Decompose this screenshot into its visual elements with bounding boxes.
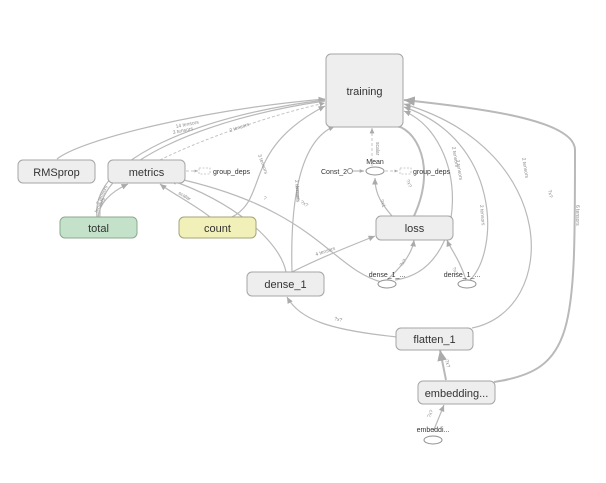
node-training-box[interactable] <box>325 53 404 128</box>
node-group-deps-metrics[interactable]: group_deps <box>198 167 250 176</box>
edge-label-loss-mean: ?x1 <box>378 199 386 209</box>
edge-dense1-training <box>291 125 336 273</box>
mean-ellipse[interactable] <box>365 166 385 176</box>
edge-loss-metrics <box>174 176 386 284</box>
edge-sample-loss <box>446 239 467 281</box>
edge-label-3-tensors: 3 tensors <box>172 126 194 136</box>
node-metrics-label: metrics <box>129 167 165 179</box>
dense-1-target-label: dense_1_... <box>369 272 406 279</box>
edge-label-dense1-training: 2 tensors <box>293 180 301 202</box>
embedding-input-label: embeddi... <box>417 427 450 434</box>
edge-total-training-2 <box>99 100 326 218</box>
edge-sample-training <box>403 106 489 281</box>
dense-1-target-ellipse[interactable] <box>377 279 397 289</box>
edge-embedding-training <box>403 96 577 383</box>
edge-label-target-training: 2 tensors <box>478 205 486 227</box>
edge-label-total-training-2: 2 tensors <box>454 159 464 181</box>
group-deps-mean-label: group_deps <box>413 169 450 176</box>
edge-target-training <box>394 110 453 281</box>
node-flatten-1-box[interactable] <box>395 327 474 351</box>
node-loss-label: loss <box>405 223 425 235</box>
edge-label-flatten-training: ?x? <box>546 189 553 198</box>
node-dense-1-sample[interactable]: dense_1_... <box>444 272 481 289</box>
node-group-deps-mean[interactable]: group_deps <box>399 167 450 176</box>
node-embedding[interactable]: embedding... <box>417 380 496 405</box>
edge-embedding-flatten <box>437 349 447 381</box>
edge-input-embedding <box>432 404 445 433</box>
node-embedding-label: embedding... <box>425 388 489 400</box>
edge-label-input-embedding: ?x? <box>426 409 435 419</box>
edge-loss-mean <box>372 177 393 217</box>
node-total[interactable]: total <box>59 216 138 239</box>
edge-label-loss-training: 2 tensors <box>450 146 460 168</box>
node-count-box[interactable] <box>178 216 257 239</box>
edge-label-2-tensors-dash: 2 tensors <box>229 122 251 134</box>
node-rmsprop-label: RMSprop <box>33 167 79 179</box>
edges <box>56 96 577 433</box>
edge-label-loss-metrics: ?x? <box>299 200 309 209</box>
node-loss[interactable]: loss <box>375 215 454 241</box>
const-2-circle[interactable] <box>347 168 353 174</box>
edge-total-training <box>96 97 326 218</box>
edge-label-t26: ?x? <box>404 179 412 189</box>
edge-label-mean-training: scalar <box>374 142 380 156</box>
node-metrics[interactable]: metrics <box>107 159 186 184</box>
node-mean[interactable]: Mean <box>365 159 385 176</box>
group-deps-mean-box[interactable] <box>399 167 412 175</box>
edge-count-training <box>229 105 326 219</box>
edge-label-target-loss: ?x? <box>399 258 409 268</box>
node-dense-1-box[interactable] <box>246 271 325 297</box>
node-rmsprop[interactable]: RMSprop <box>17 159 96 184</box>
node-dense-1[interactable]: dense_1 <box>246 271 325 297</box>
edge-rmsprop-training <box>56 96 326 160</box>
edge-label-embedding-training: 6 tensors <box>574 205 580 226</box>
node-loss-box[interactable] <box>375 215 454 241</box>
edge-label-sample-training: 2 tensors <box>520 157 530 179</box>
mean-label: Mean <box>366 159 384 166</box>
node-rmsprop-box[interactable] <box>17 159 96 184</box>
edge-metrics-training <box>159 101 326 161</box>
const-2-label: Const_2 <box>321 169 347 176</box>
edge-label-sample-loss: ?x1 <box>450 266 459 276</box>
edge-label-count-training: 3 tensors <box>256 154 269 176</box>
node-total-label: total <box>88 223 109 235</box>
dense-1-sample-ellipse[interactable] <box>457 279 477 289</box>
edge-label-dense1-metrics: ? <box>262 195 267 202</box>
edge-count-metrics <box>159 183 211 218</box>
edge-label-embedding-flatten: ?x? <box>443 359 451 369</box>
node-count[interactable]: count <box>178 216 257 239</box>
node-dense-1-label: dense_1 <box>264 279 306 291</box>
embedding-input-ellipse[interactable] <box>423 435 443 445</box>
edge-total-metrics <box>97 183 129 218</box>
node-training[interactable]: training <box>325 53 404 128</box>
edge-label-14-tensors: 14 tensors <box>175 120 200 130</box>
node-embedding-box[interactable] <box>417 380 496 405</box>
group-deps-label: group_deps <box>213 169 250 176</box>
group-deps-box[interactable] <box>198 167 211 175</box>
dense-1-sample-label: dense_1_... <box>444 272 481 279</box>
edge-label-count-metrics: scalar <box>177 191 192 203</box>
node-total-box[interactable] <box>59 216 138 239</box>
node-const-2[interactable]: Const_2 <box>321 168 353 177</box>
edge-label-flatten-dense1: ?x? <box>334 316 343 324</box>
node-dense-1-target[interactable]: dense_1_... <box>369 272 406 289</box>
edge-flatten-dense1 <box>286 296 398 338</box>
node-training-label: training <box>346 86 382 98</box>
edge-target-loss <box>385 239 416 282</box>
node-count-label: count <box>204 223 231 235</box>
node-flatten-1[interactable]: flatten_1 <box>395 327 474 351</box>
edge-dense1-loss <box>291 235 376 273</box>
node-metrics-box[interactable] <box>107 159 186 184</box>
edge-flatten-training <box>403 103 532 329</box>
node-embedding-input[interactable]: embeddi... <box>417 427 450 445</box>
edge-label-t22: tensors <box>294 186 301 203</box>
node-flatten-1-label: flatten_1 <box>413 334 455 346</box>
